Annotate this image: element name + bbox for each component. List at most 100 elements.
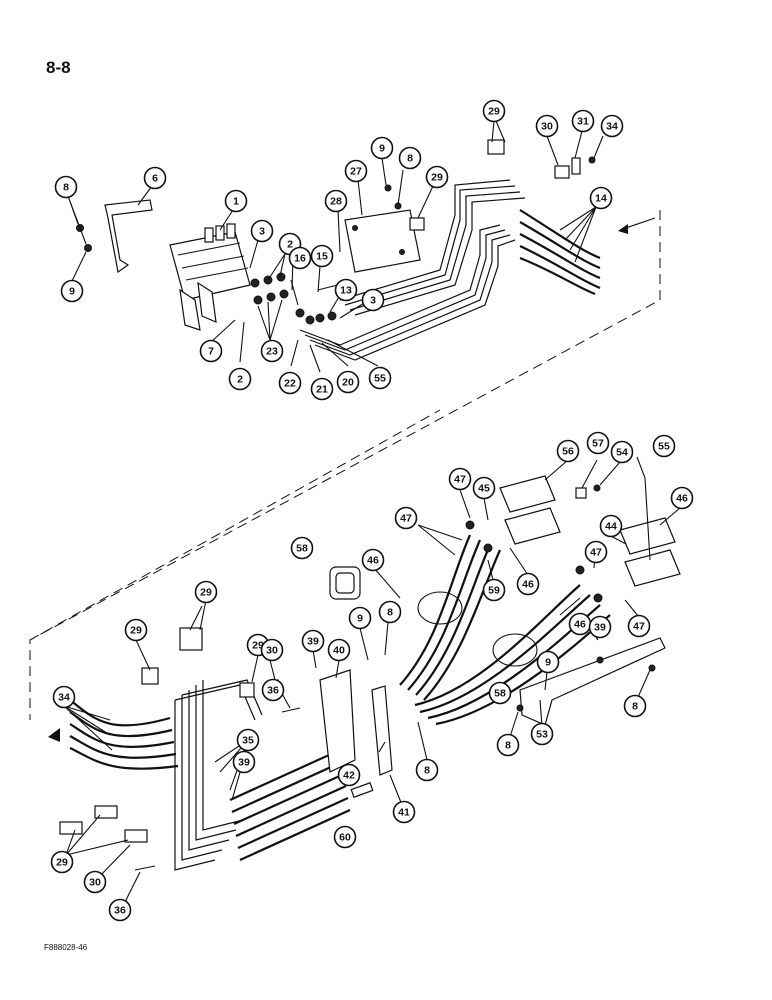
callout-3: 3 [361,288,385,312]
callout-label: 46 [367,555,379,567]
callout-45: 45 [472,476,496,500]
callout-circle [261,678,285,702]
callout-label: 47 [633,621,645,633]
arrow-head-lower [48,728,60,742]
callout-circle [194,580,218,604]
callout-label: 54 [616,447,628,459]
callout-circle [610,440,634,464]
callout-circle [496,733,520,757]
callout-circle [482,99,506,123]
callout-label: 3 [259,226,265,238]
long-bolt [644,477,651,561]
callout-46: 46 [670,486,694,510]
callout-46: 46 [568,612,592,636]
callout-58: 58 [290,536,314,560]
arrow-head-upper [618,224,628,234]
callout-label: 60 [339,832,351,844]
clamp-half [94,805,118,819]
callout-6: 6 [143,166,167,190]
callout-46: 46 [516,572,540,596]
callout-60: 60 [333,825,357,849]
callout-circle [472,476,496,500]
grommet-seal-inner [335,572,355,594]
callout-circle [228,367,252,391]
callout-circle [398,146,422,170]
callout-label: 55 [658,441,670,453]
callout-36: 36 [108,898,132,922]
callout-47: 47 [448,467,472,491]
callout-label: 55 [374,373,386,385]
callout-23: 23 [260,339,284,363]
callout-42: 42 [337,763,361,787]
fitting-bank [229,748,351,862]
callout-35: 35 [236,728,260,752]
lower-assembly [59,475,681,871]
callout-label: 58 [296,543,308,555]
callout-8: 8 [415,758,439,782]
callout-label: 58 [494,688,506,700]
callout-circle [623,694,647,718]
callout-label: 21 [316,384,328,396]
callout-47: 47 [627,614,651,638]
callout-44: 44 [599,514,623,538]
callout-circle [310,377,334,401]
callout-54: 54 [610,440,634,464]
callout-label: 46 [522,579,534,591]
callout-57: 57 [586,431,610,455]
callout-label: 8 [505,740,511,752]
callout-circle [600,114,624,138]
callout-label: 7 [208,346,214,358]
callout-label: 30 [266,645,278,657]
callout-31: 31 [571,109,595,133]
hose-bracket [371,685,393,776]
callout-circle [60,279,84,303]
lower-section-boundary [29,409,441,641]
callout-circle [83,870,107,894]
callout-label: 41 [398,807,410,819]
callout-circle [260,339,284,363]
callout-circle [236,728,260,752]
washer [516,704,524,712]
callout-2: 2 [228,367,252,391]
callout-30: 30 [535,114,559,138]
callout-circle [50,850,74,874]
callout-22: 22 [278,371,302,395]
callout-label: 9 [69,286,75,298]
callout-circle [336,370,360,394]
callout-circle [530,722,554,746]
callout-label: 29 [488,106,500,118]
callout-label: 29 [200,587,212,599]
callout-label: 59 [488,585,500,597]
callout-41: 41 [392,800,416,824]
callout-label: 47 [454,474,466,486]
callout-label: 28 [330,196,342,208]
callout-56: 56 [556,439,580,463]
callout-label: 13 [340,285,352,297]
callout-label: 40 [333,645,345,657]
callout-circle [199,339,223,363]
callout-label: 8 [63,182,69,194]
mounting-bracket [104,199,153,274]
callout-39: 39 [588,615,612,639]
callout-29: 29 [124,618,148,642]
callout-13: 13 [334,278,358,302]
callout-29: 29 [50,850,74,874]
steel-pipes-lower [174,679,263,871]
nut [588,156,596,164]
callout-label: 16 [294,253,306,265]
callout-circle [448,467,472,491]
pipe-clamp [487,139,505,155]
callout-label: 6 [152,173,158,185]
nut [596,656,604,664]
callout-label: 35 [242,735,254,747]
callout-40: 40 [327,638,351,662]
nut [593,484,601,492]
callout-circle [536,650,560,674]
callout-circle [586,431,610,455]
callout-circle [361,548,385,572]
callout-label: 39 [238,757,250,769]
callout-circle [535,114,559,138]
support-bracket [319,669,356,773]
callout-circle [278,371,302,395]
bolt [281,707,301,713]
